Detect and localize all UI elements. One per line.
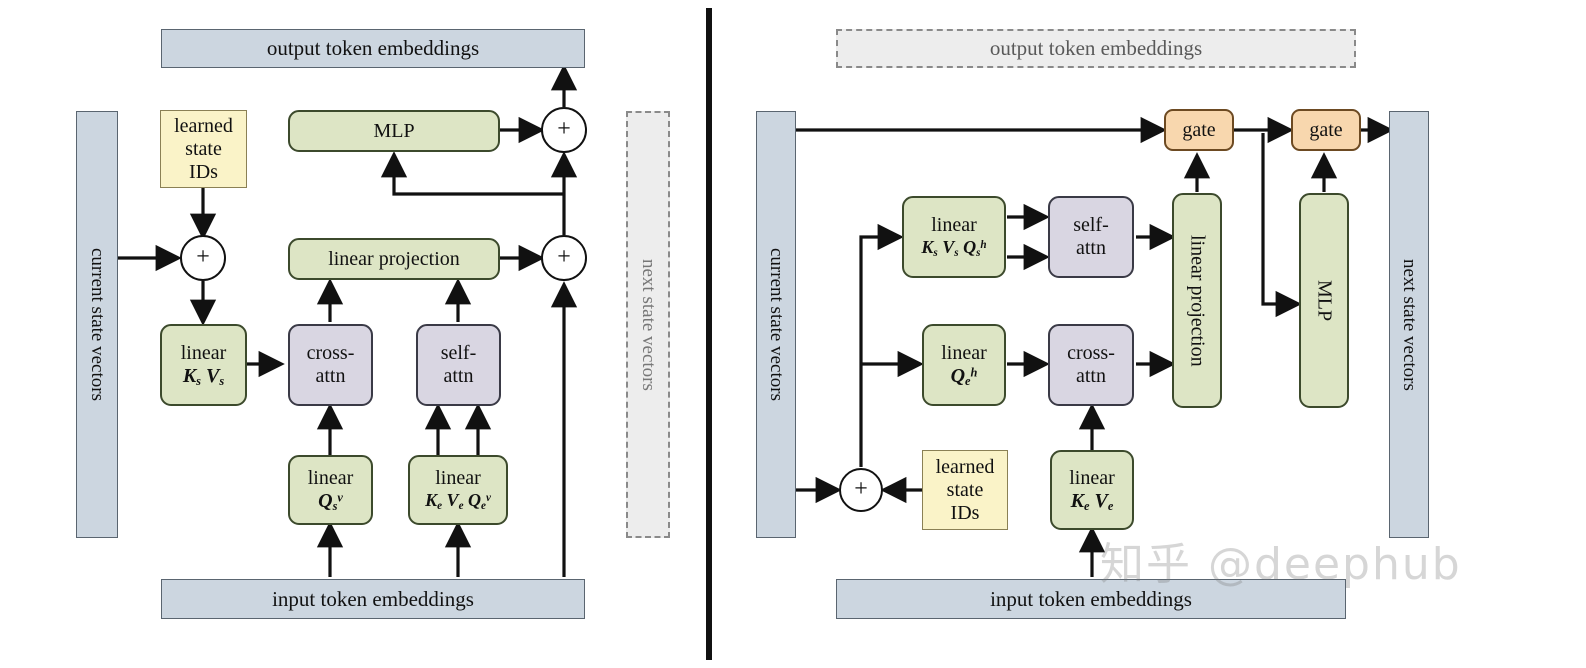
left-linear-ks-vs: linear Ks Vs (160, 324, 247, 406)
linear-label: linear (1069, 466, 1115, 489)
left-add-mid: + (541, 235, 587, 281)
linear-label: linear (435, 467, 481, 490)
right-current-state-vectors: current state vectors (756, 111, 796, 538)
right-learned-state-ids: learned state IDs (922, 450, 1008, 530)
self-attn-line-2: attn (443, 365, 474, 387)
left-cross-attn: cross- attn (288, 324, 373, 406)
cross-attn-line-2: attn (1076, 365, 1106, 387)
learned-line-2: state (185, 137, 222, 160)
right-linear-ks-vs-qs-h: linear Ks Vs Qsh (902, 196, 1006, 278)
left-linear-qs-v: linear Qsv (288, 455, 373, 525)
cross-attn-line-2: attn (315, 365, 346, 387)
linear-ke-ve-math: Ke Ve (1070, 489, 1114, 513)
left-learned-state-ids: learned state IDs (160, 110, 247, 188)
linear-label: linear (180, 341, 227, 364)
learned-line-3: IDs (950, 501, 980, 524)
right-linear-qe-h: linear Qeh (922, 324, 1006, 406)
left-output-token-embeddings: output token embeddings (161, 29, 585, 68)
right-gate-2: gate (1291, 109, 1361, 151)
cross-attn-line-1: cross- (1067, 342, 1115, 364)
left-add-top: + (541, 107, 587, 153)
linear-label: linear (307, 466, 354, 489)
linear-ks-vs-qs-h-math: Ks Vs Qsh (921, 237, 987, 259)
linear-qs-v-math: Qsv (318, 489, 343, 513)
left-current-state-vectors: current state vectors (76, 111, 118, 538)
linear-ke-ve-qe-v-math: Ke Ve Qev (425, 490, 491, 512)
self-attn-line-1: self- (1073, 214, 1109, 236)
cross-attn-line-1: cross- (306, 342, 355, 364)
right-output-token-embeddings: output token embeddings (836, 29, 1356, 68)
right-add-state: + (839, 468, 883, 512)
left-add-state: + (180, 235, 226, 281)
learned-line-1: learned (935, 455, 995, 478)
right-cross-attn: cross- attn (1048, 324, 1134, 406)
left-linear-ke-ve-qe-v: linear Ke Ve Qev (408, 455, 508, 525)
learned-line-1: learned (174, 114, 233, 137)
left-linear-projection: linear projection (288, 238, 500, 280)
linear-label: linear (941, 341, 987, 364)
right-next-state-vectors: next state vectors (1389, 111, 1429, 538)
right-linear-projection: linear projection (1172, 193, 1222, 408)
right-input-token-embeddings: input token embeddings (836, 579, 1346, 619)
left-self-attn: self- attn (416, 324, 501, 406)
left-mlp: MLP (288, 110, 500, 152)
linear-qe-h-math: Qeh (950, 364, 978, 388)
learned-line-2: state (946, 478, 984, 501)
self-attn-line-1: self- (440, 342, 477, 364)
right-linear-ke-ve: linear Ke Ve (1050, 450, 1134, 530)
linear-label: linear (931, 214, 977, 237)
left-input-token-embeddings: input token embeddings (161, 579, 585, 619)
linear-ks-vs-math: Ks Vs (182, 364, 225, 388)
right-gate-1: gate (1164, 109, 1234, 151)
right-mlp: MLP (1299, 193, 1349, 408)
panel-divider (706, 8, 712, 660)
right-self-attn: self- attn (1048, 196, 1134, 278)
left-next-state-vectors: next state vectors (626, 111, 670, 538)
learned-line-3: IDs (189, 160, 218, 183)
self-attn-line-2: attn (1076, 237, 1106, 259)
